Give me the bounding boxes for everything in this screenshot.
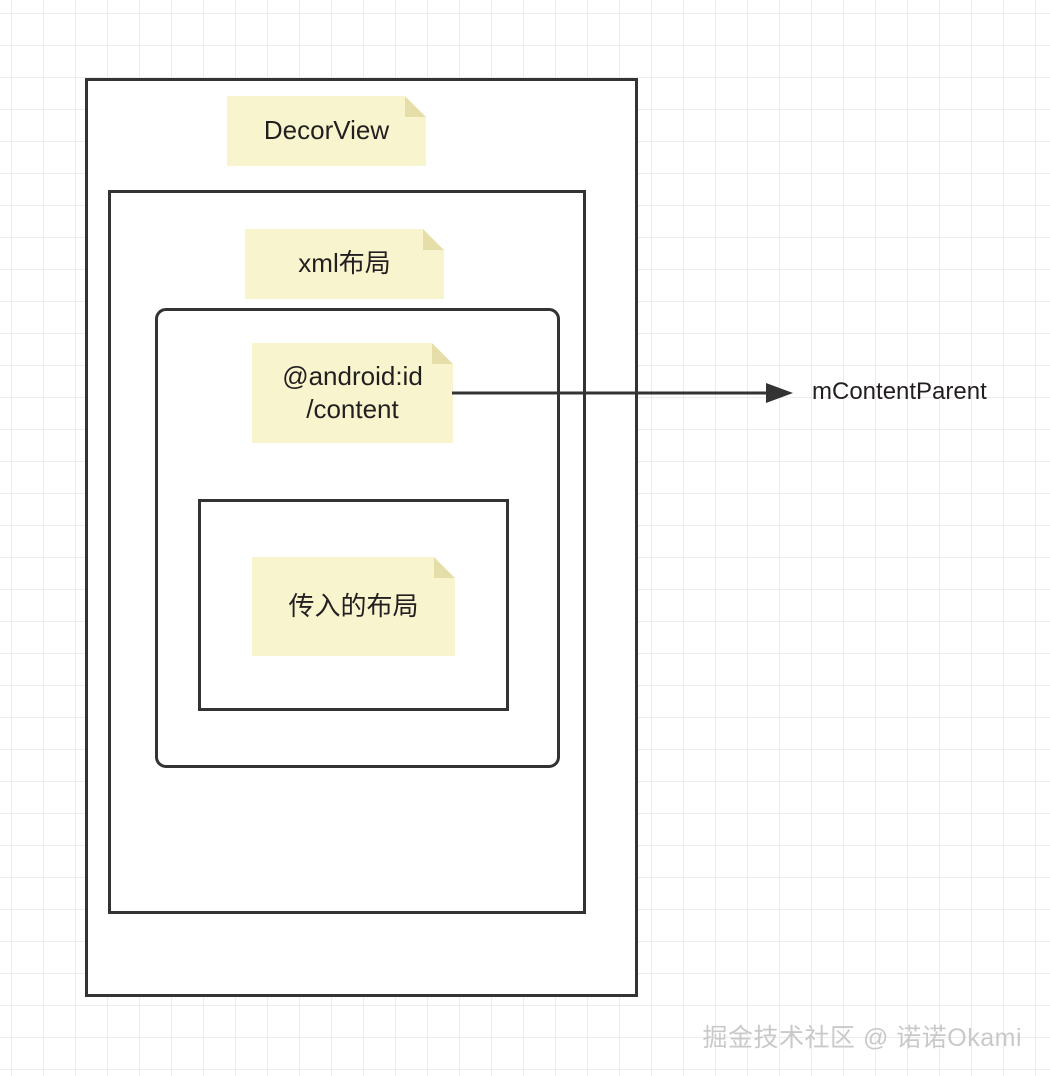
note-decorview: DecorView (227, 96, 426, 166)
note-android-content-label: @android:id /content (282, 360, 423, 424)
arrowhead-icon (766, 383, 793, 403)
label-mcontentparent: mContentParent (812, 378, 987, 405)
note-passed-layout: 传入的布局 (252, 557, 455, 656)
arrow-to-mcontentparent (452, 383, 793, 403)
note-xml-layout-label: xml布局 (298, 248, 391, 279)
note-decorview-label: DecorView (263, 115, 390, 146)
note-xml-layout: xml布局 (245, 229, 444, 299)
note-passed-layout-label: 传入的布局 (288, 590, 419, 621)
watermark: 掘金技术社区 @ 诺诺Okami (702, 1024, 1022, 1052)
note-android-content: @android:id /content (252, 343, 453, 443)
